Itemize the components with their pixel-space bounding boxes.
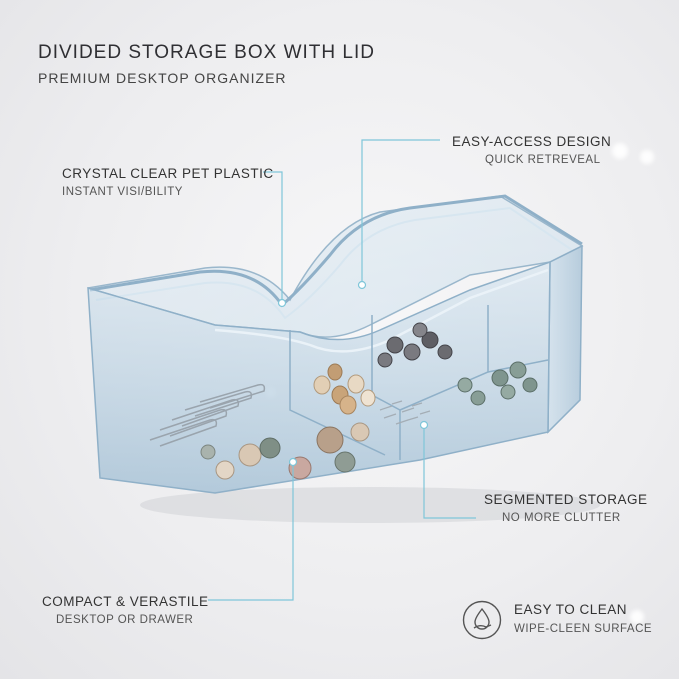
lid-wave-rim: [89, 194, 583, 308]
wood-beads: [313, 363, 376, 415]
water-drop-hand-icon: [462, 600, 502, 640]
callout-dot-compact: [288, 457, 298, 467]
callout-dot-segment: [419, 420, 429, 430]
callout-access-sub: QUICK RETREVEAL: [485, 154, 601, 166]
callout-access-label: EASY-ACCESS DESIGN: [452, 134, 612, 149]
callout-segment-sub: NO MORE CLUTTER: [502, 512, 621, 524]
box-shadow: [140, 487, 600, 523]
page-subtitle: PREMIUM DESKTOP ORGANIZER: [38, 70, 287, 86]
divider-main: [289, 330, 386, 456]
callout-dot-crystal: [277, 298, 287, 308]
callout-segment-label: SEGMENTED STORAGE: [484, 492, 648, 507]
paper-clips: [149, 383, 266, 447]
callout-compact-label: COMPACT & VERASTILE: [42, 594, 209, 609]
callout-crystal-sub: INSTANT VISI/BILITY: [62, 186, 183, 198]
callout-compact-sub: DESKTOP OR DRAWER: [56, 614, 194, 626]
staples: [379, 400, 431, 425]
callout-line-segment: [423, 428, 476, 519]
buttons-pile: [200, 422, 370, 480]
callout-clean-label: EASY TO CLEAN: [514, 602, 628, 617]
callout-line-crystal: [263, 171, 283, 300]
lid-top: [87, 195, 584, 338]
thumbtacks-dark: [377, 322, 453, 368]
callout-crystal-label: CRYSTAL CLEAR PET PLASTIC: [62, 166, 274, 181]
callout-line-compact: [208, 466, 294, 601]
callout-dot-access: [357, 280, 367, 290]
callout-line-access: [361, 139, 440, 282]
thumbtacks-green: [457, 361, 538, 406]
page-title: DIVIDED STORAGE BOX WITH LID: [38, 42, 375, 63]
callout-clean-sub: WIPE-CLEEN SURFACE: [514, 623, 653, 635]
callout-lines: [208, 139, 476, 601]
box-right-side: [547, 244, 583, 434]
